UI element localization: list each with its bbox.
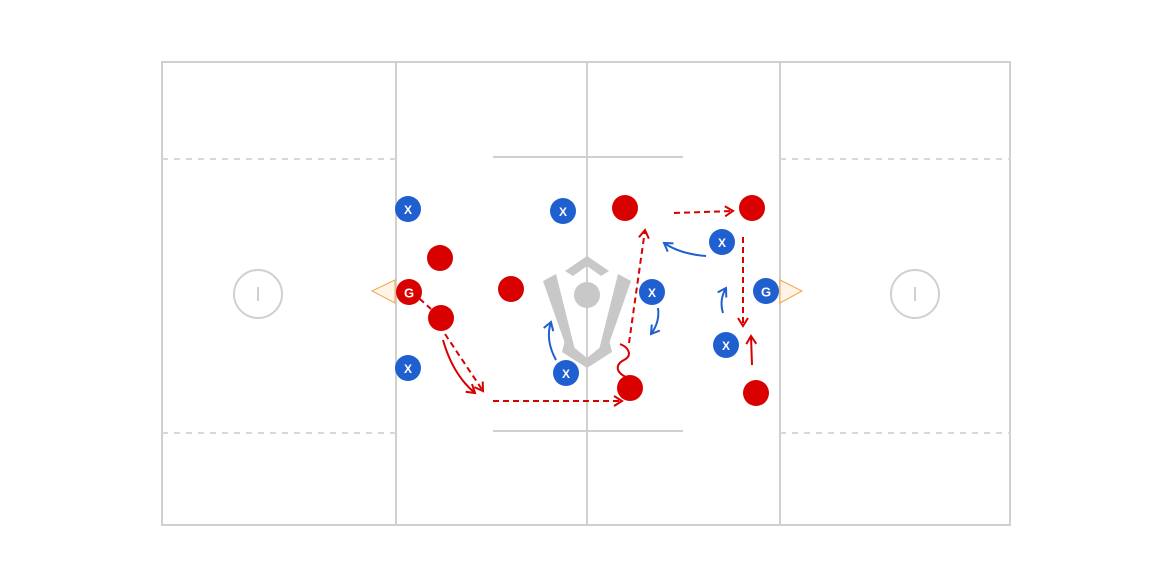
offense-player[interactable] [427, 245, 453, 271]
defender-label: X [404, 203, 412, 217]
defender-label: X [559, 205, 567, 219]
goal-arrow-icon [370, 279, 396, 304]
field [161, 61, 1011, 526]
goalie-label: G [761, 285, 771, 300]
defender[interactable]: X [553, 360, 579, 386]
cut-path [745, 334, 758, 366]
defender-slide-path [662, 241, 707, 257]
defender[interactable]: X [713, 332, 739, 358]
offense-player[interactable] [498, 276, 524, 302]
goal-circle-icon [233, 269, 283, 319]
goal-circle-icon [890, 269, 940, 319]
defender[interactable]: X [395, 196, 421, 222]
defender-label: X [404, 362, 412, 376]
pass-path [444, 333, 485, 393]
goalie-defense[interactable]: G [753, 278, 779, 304]
pass-path [628, 228, 650, 344]
center-logo-icon [543, 256, 631, 368]
offense-player[interactable] [617, 375, 643, 401]
offense-players [427, 195, 769, 406]
run-path [442, 339, 477, 395]
defender-slide-path [717, 286, 728, 314]
defender[interactable]: X [709, 229, 735, 255]
dodge-path [616, 343, 630, 379]
defender-label: X [562, 367, 570, 381]
defender[interactable]: X [639, 279, 665, 305]
defender[interactable]: X [395, 355, 421, 381]
defender-label: X [722, 339, 730, 353]
defender-slide-path [649, 307, 661, 336]
defender[interactable]: X [550, 198, 576, 224]
offense-player[interactable] [743, 380, 769, 406]
goalie-offense[interactable]: G [396, 279, 422, 305]
offense-player[interactable] [612, 195, 638, 221]
defender-label: X [648, 286, 656, 300]
movement-paths [411, 205, 758, 407]
defender-label: X [718, 236, 726, 250]
pass-path [673, 205, 735, 218]
offense-player[interactable] [428, 305, 454, 331]
goalie-label: G [404, 286, 414, 301]
defender-slide-path [543, 320, 557, 361]
goal-arrow-icon [779, 279, 804, 304]
offense-player[interactable] [739, 195, 765, 221]
